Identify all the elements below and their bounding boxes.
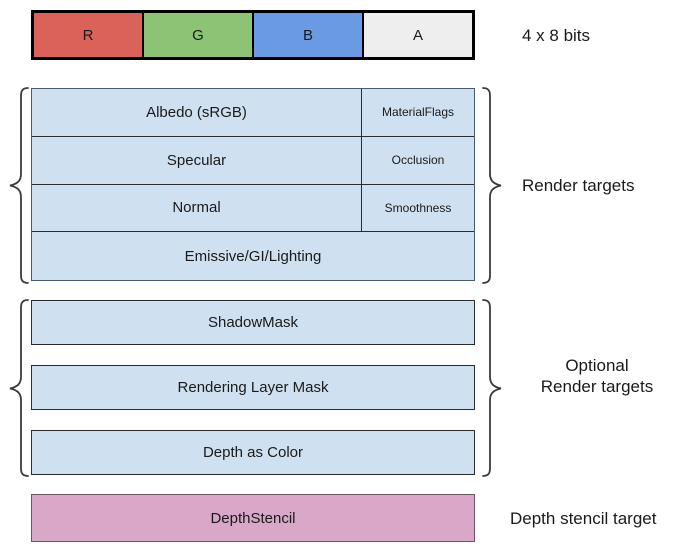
depth-stencil-box: DepthStencil: [31, 494, 475, 542]
optional-render-target-box: ShadowMask: [31, 300, 475, 345]
render-target-cell-alpha: MaterialFlags: [362, 89, 474, 136]
rgba-channel-bar: R G B A: [31, 10, 475, 60]
optional-render-targets-annotation-label: Optional Render targets: [540, 356, 654, 396]
channel-label: G: [192, 26, 204, 44]
optional-render-target-box: Rendering Layer Mask: [31, 365, 475, 410]
right-brace-optional-render-targets: [482, 299, 502, 477]
render-target-cell-main: Specular: [32, 136, 362, 184]
cell-label: Albedo (sRGB): [146, 103, 247, 121]
depth-stencil-annotation-label: Depth stencil target: [510, 509, 657, 528]
table-row: Specular Occlusion: [32, 136, 474, 185]
box-label: Depth as Color: [202, 444, 304, 461]
box-label: ShadowMask: [207, 314, 299, 331]
optional-render-target-box: Depth as Color: [31, 430, 475, 475]
channel-cell-g: G: [144, 13, 254, 57]
render-target-cell-alpha: Occlusion: [362, 137, 474, 184]
channel-cell-a: A: [364, 13, 472, 57]
table-row: Albedo (sRGB) MaterialFlags: [32, 89, 474, 137]
box-label: DepthStencil: [210, 509, 296, 527]
render-target-cell-main: Normal: [32, 184, 362, 232]
left-brace-optional-render-targets: [9, 299, 29, 477]
render-target-cell-main: Emissive/GI/Lighting: [32, 232, 474, 280]
cell-label: Emissive/GI/Lighting: [184, 247, 322, 265]
channel-label: B: [302, 26, 313, 44]
cell-label: Normal: [172, 199, 221, 217]
cell-label: Occlusion: [391, 153, 445, 168]
table-row: Emissive/GI/Lighting: [32, 232, 474, 280]
channel-label: A: [412, 26, 423, 44]
right-brace-render-targets: [482, 87, 502, 284]
cell-label: Smoothness: [384, 200, 452, 215]
channel-cell-r: R: [34, 13, 144, 57]
render-target-cell-main: Albedo (sRGB): [32, 89, 362, 136]
render-targets-annotation-label: Render targets: [522, 176, 635, 195]
box-label: Rendering Layer Mask: [177, 379, 329, 396]
cell-label: Specular: [166, 151, 227, 169]
cell-label: MaterialFlags: [381, 105, 455, 120]
bits-annotation-label: 4 x 8 bits: [522, 26, 591, 45]
render-target-cell-alpha: Smoothness: [362, 185, 474, 232]
table-row: Normal Smoothness: [32, 184, 474, 233]
channel-label: R: [82, 26, 94, 44]
left-brace-render-targets: [9, 87, 29, 284]
channel-cell-b: B: [254, 13, 364, 57]
render-targets-table: Albedo (sRGB) MaterialFlags Specular Occ…: [31, 88, 475, 281]
